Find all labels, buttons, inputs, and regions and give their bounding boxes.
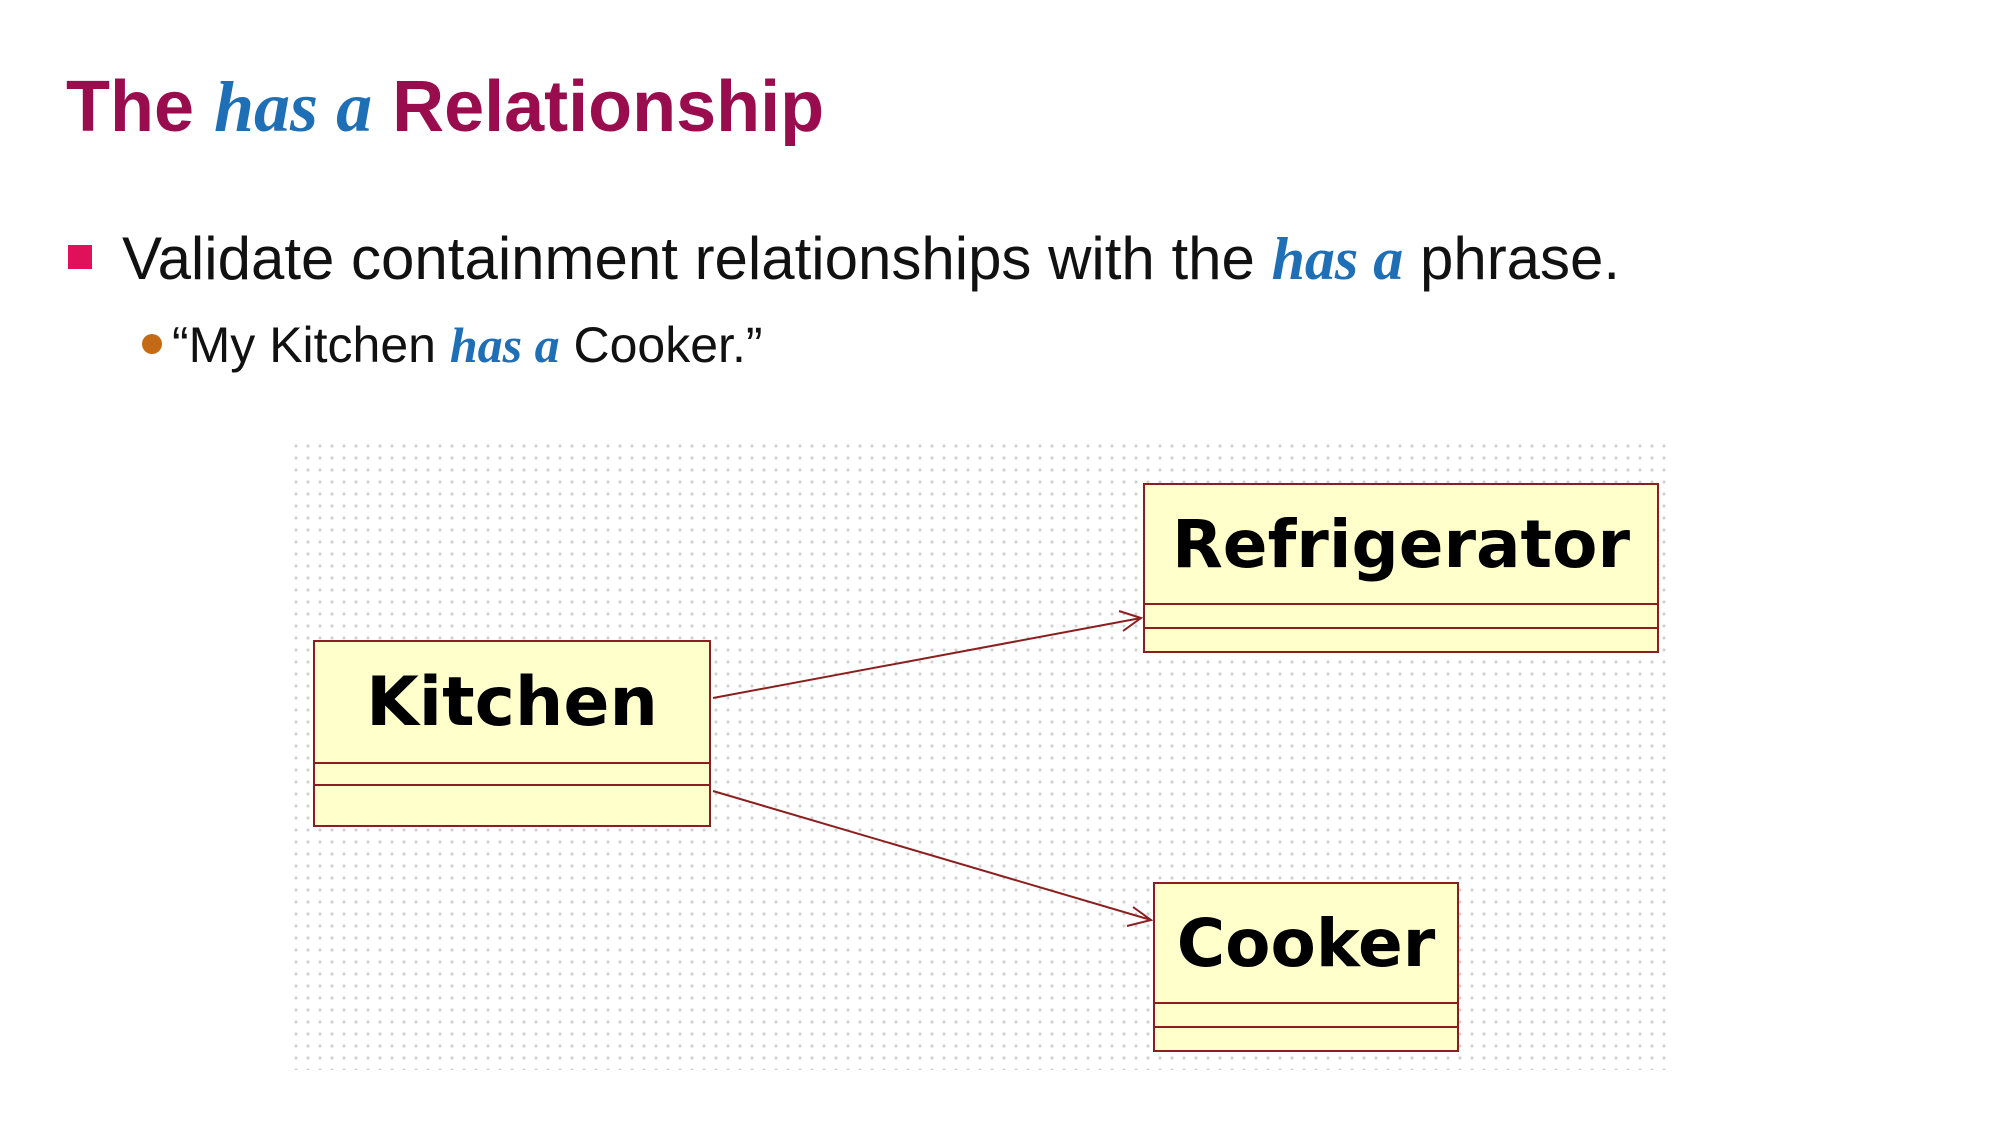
class-box-cooker[interactable]: Cooker bbox=[1153, 882, 1459, 1052]
bullet1-emphasis: has a bbox=[1271, 226, 1404, 292]
bullet1-prefix: Validate containment relationships with … bbox=[122, 225, 1272, 292]
bullet1-suffix: phrase. bbox=[1403, 225, 1621, 292]
attributes-compartment bbox=[1155, 1004, 1457, 1028]
association-kitchen-refrigerator bbox=[712, 617, 1142, 699]
class-box-refrigerator[interactable]: Refrigerator bbox=[1143, 483, 1659, 653]
square-bullet-icon bbox=[68, 245, 92, 269]
title-suffix: Relationship bbox=[372, 67, 825, 147]
title-emphasis: has a bbox=[214, 67, 373, 147]
attributes-compartment bbox=[315, 764, 709, 786]
class-name: Kitchen bbox=[315, 642, 709, 764]
operations-compartment bbox=[1155, 1028, 1457, 1050]
class-name: Refrigerator bbox=[1145, 485, 1657, 605]
class-name: Cooker bbox=[1155, 884, 1457, 1004]
slide-title: The has a Relationship bbox=[66, 67, 825, 147]
attributes-compartment bbox=[1145, 605, 1657, 629]
bullet2-suffix: Cooker.” bbox=[559, 317, 763, 373]
uml-class-diagram: Kitchen Refrigerator Cooker bbox=[290, 440, 1670, 1070]
arrowhead-cooker-icon bbox=[1126, 906, 1154, 927]
round-bullet-icon bbox=[142, 334, 162, 354]
arrowhead-refrigerator-icon bbox=[1118, 610, 1144, 632]
operations-compartment bbox=[315, 786, 709, 825]
association-lines bbox=[712, 610, 1154, 927]
class-box-kitchen[interactable]: Kitchen bbox=[313, 640, 711, 827]
operations-compartment bbox=[1145, 629, 1657, 651]
bullet-level2: “My Kitchen has a Cooker.” bbox=[142, 318, 762, 373]
bullet-level1: Validate containment relationships with … bbox=[68, 226, 1620, 292]
bullet2-emphasis: has a bbox=[449, 317, 560, 373]
title-prefix: The bbox=[66, 67, 215, 147]
association-kitchen-cooker bbox=[712, 790, 1152, 921]
bullet2-prefix: “My Kitchen bbox=[172, 317, 450, 373]
